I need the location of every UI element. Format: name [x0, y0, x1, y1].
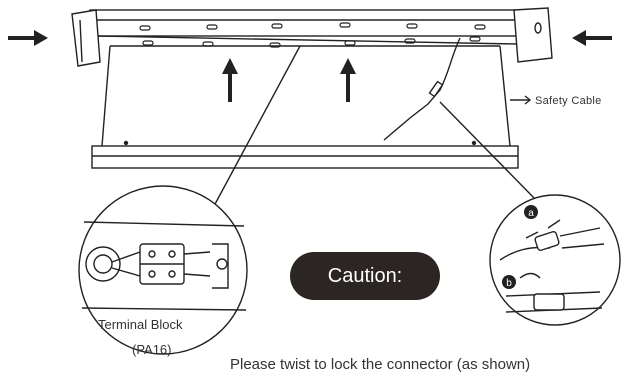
connector-callout	[489, 194, 621, 326]
terminal-block-callout	[78, 185, 248, 355]
left-end-cap	[71, 9, 101, 67]
marker-a	[524, 205, 538, 219]
safety-cable	[383, 37, 461, 141]
arrow-left-icon	[572, 30, 612, 46]
terminal-block-label: Terminal Block	[98, 317, 183, 332]
marker-b	[502, 275, 516, 289]
marker-a-label: a	[528, 208, 534, 219]
safety-cable-label: Safety Cable	[535, 95, 602, 107]
caution-badge: Caution:	[290, 252, 440, 300]
arrow-up-icon	[340, 58, 356, 102]
arrow-right-icon	[510, 95, 532, 105]
arrow-right-icon	[8, 30, 48, 46]
right-end-cap	[513, 7, 553, 63]
terminal-block-model: (PA16)	[132, 342, 172, 357]
lower-bar	[91, 140, 519, 169]
top-rail	[89, 9, 523, 48]
arrow-up-icon	[222, 58, 238, 102]
twist-note: Please twist to lock the connector (as s…	[230, 356, 531, 373]
marker-b-label: b	[506, 278, 512, 289]
